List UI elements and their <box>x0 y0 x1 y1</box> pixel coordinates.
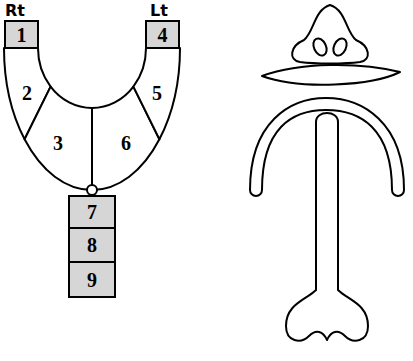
zone-box: 1 <box>4 20 39 49</box>
zone-number: 1 <box>17 25 27 45</box>
zone-number: 8 <box>87 235 97 255</box>
zone-number: 7 <box>87 202 97 222</box>
zone-segment: 3 <box>50 131 66 155</box>
tongue <box>286 113 368 341</box>
zone-box: 7 <box>68 195 116 229</box>
tray-segment <box>133 48 180 139</box>
side-label: Lt <box>150 3 168 19</box>
zone-segment: 5 <box>149 81 165 105</box>
zone-number: 5 <box>152 83 162 103</box>
tray-segment <box>25 87 92 190</box>
nose-outline <box>292 5 368 64</box>
zone-number: 6 <box>121 133 131 153</box>
zone-number: 9 <box>87 270 97 290</box>
upper-lip <box>262 65 400 85</box>
reference-circle <box>87 185 97 195</box>
zone-number: 4 <box>158 25 168 45</box>
nostril <box>311 36 329 57</box>
zone-number: 3 <box>53 133 63 153</box>
zone-segment: 6 <box>118 131 134 155</box>
zone-box: 9 <box>68 261 116 298</box>
zone-number: 2 <box>22 83 32 103</box>
zone-segment: 2 <box>19 81 35 105</box>
zone-box: 8 <box>68 227 116 263</box>
side-label: Rt <box>5 3 25 19</box>
nostril <box>331 36 349 57</box>
zone-box: 4 <box>145 20 180 49</box>
